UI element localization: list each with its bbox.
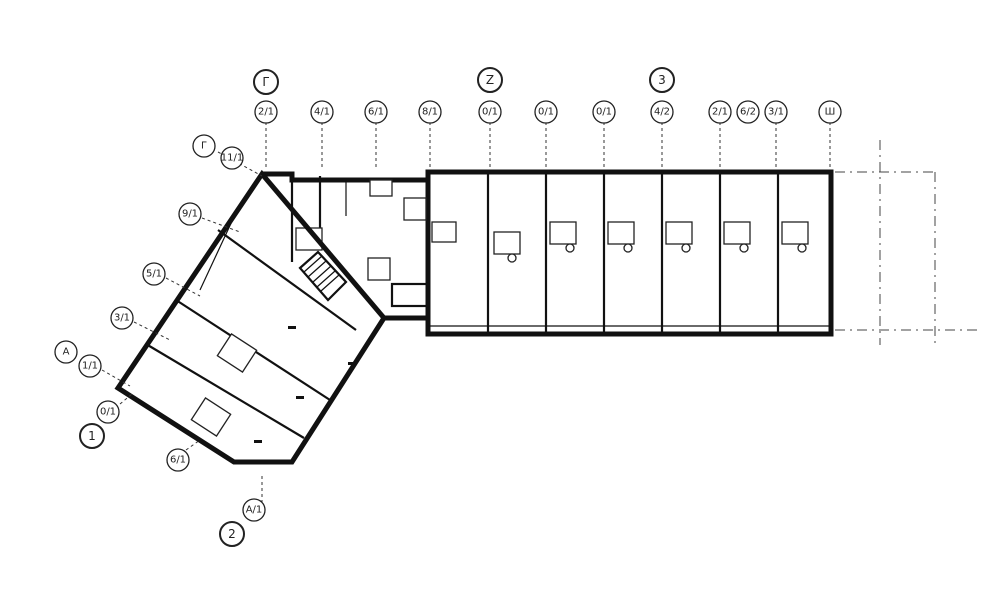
grid-bubble-top-8-1: 8/1 [418,100,442,124]
svg-text:0/1: 0/1 [482,107,498,118]
grid-bubble-bottom-a-1: A/1 [242,498,266,522]
stair [298,250,348,302]
bathroom-pods [431,221,809,263]
grid-bubble-top-major-z: Z [477,67,503,93]
grid-bubble-left-9-1: 9/1 [178,202,202,226]
svg-text:6/2: 6/2 [740,107,756,118]
grid-bubble-left-g: Г [192,134,216,158]
grid-bubble-left-0-1: 0/1 [96,400,120,424]
grid-bubble-bottom-major-2: 2 [219,521,245,547]
grid-bubble-top-6-1: 6/1 [364,100,388,124]
straight-wing [425,169,834,337]
svg-text:0/1: 0/1 [538,107,554,118]
svg-text:3: 3 [658,73,666,87]
core-stair-area [262,171,430,321]
svg-text:3/1: 3/1 [768,107,784,118]
svg-text:8/1: 8/1 [422,107,438,118]
svg-text:6/1: 6/1 [368,107,384,118]
svg-text:Г: Г [201,141,207,152]
grid-bubble-left-3-1: 3/1 [110,306,134,330]
grid-bubble-bottom-6-1: 6/1 [166,448,190,472]
svg-text:A/1: A/1 [246,505,263,516]
svg-text:4/2: 4/2 [654,107,670,118]
svg-text:1: 1 [88,429,96,443]
angled-wing [114,169,388,465]
svg-text:9/1: 9/1 [182,209,198,220]
grid-bubble-top-2-1: 2/1 [254,100,278,124]
grid-bubble-left-5-1: 5/1 [142,262,166,286]
grid-bubble-top-0-1-c: 0/1 [592,100,616,124]
svg-text:6/1: 6/1 [170,455,186,466]
grid-bubble-top-sh: Ш [818,100,842,124]
future-extension-outline [835,140,978,345]
svg-text:0/1: 0/1 [100,407,116,418]
svg-text:11/1: 11/1 [221,153,243,164]
grid-bubble-top-0-1-b: 0/1 [534,100,558,124]
svg-text:Z: Z [486,73,494,87]
grid-leaders-top [265,122,831,170]
svg-text:5/1: 5/1 [146,269,162,280]
svg-text:0/1: 0/1 [596,107,612,118]
svg-text:3/1: 3/1 [114,313,130,324]
grid-leaders-left [101,151,263,502]
grid-bubble-left-11-1: 11/1 [220,146,244,170]
grid-bubble-top-3-1: 3/1 [764,100,788,124]
grid-bubble-top-4-1: 4/1 [310,100,334,124]
svg-text:Ш: Ш [825,107,836,118]
grid-bubble-top-major-g: Г [253,69,279,95]
grid-bubble-left-major-1: 1 [79,423,105,449]
grid-bubble-top-major-3: 3 [649,67,675,93]
svg-text:Г: Г [262,75,269,89]
grid-bubble-top-0-1-a: 0/1 [478,100,502,124]
svg-text:A: A [63,347,70,358]
svg-text:4/1: 4/1 [314,107,330,118]
grid-bubble-top-6-2: 6/2 [736,100,760,124]
svg-text:2/1: 2/1 [712,107,728,118]
svg-text:2/1: 2/1 [258,107,274,118]
grid-bubble-top-2-1-b: 2/1 [708,100,732,124]
grid-bubble-left-a: A [54,340,78,364]
svg-text:2: 2 [228,527,236,541]
grid-bubble-left-1-1: 1/1 [78,354,102,378]
grid-bubble-top-4-2: 4/2 [650,100,674,124]
svg-text:1/1: 1/1 [82,361,98,372]
